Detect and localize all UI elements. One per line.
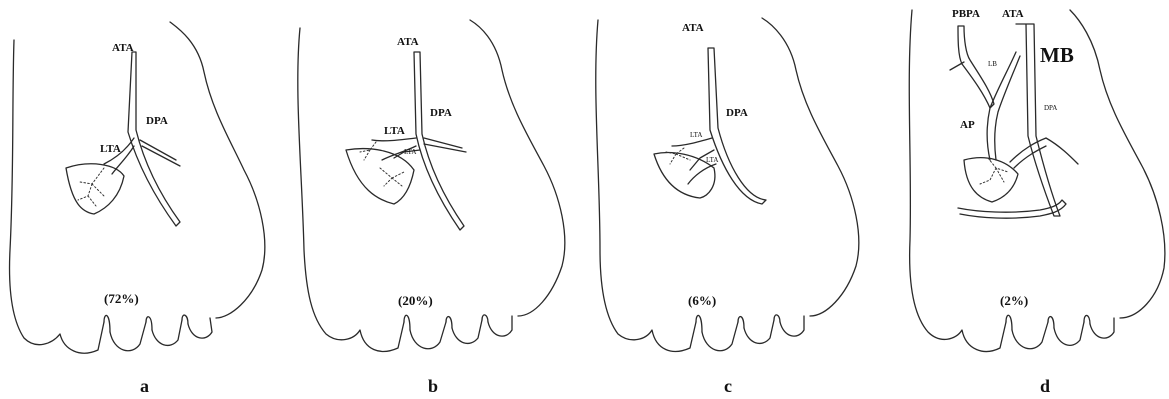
panel-a-letter: a [140, 376, 149, 396]
panel-c: ATA DPA LTA LTA (6%) c [596, 18, 859, 396]
panel-d-ap-label: AP [960, 119, 975, 131]
panel-d-foot-outline [909, 10, 1165, 351]
panel-d-percent: (2%) [1000, 293, 1028, 308]
panel-b: ATA DPA LTA LTA (20%) b [298, 20, 565, 396]
panel-b-flap [346, 149, 414, 204]
panel-d-flap [964, 158, 1018, 202]
panel-d-pbpa-label: PBPA [952, 8, 980, 20]
panel-b-dpa-label: DPA [430, 107, 452, 119]
panel-c-letter: c [724, 376, 732, 396]
panel-a-ata-label: ATA [112, 42, 134, 54]
panel-c-dorsalis-pedis-artery [708, 48, 766, 204]
panel-a: ATA DPA LTA (72%) a [10, 22, 265, 396]
panel-c-flap-vessels [666, 148, 690, 164]
panel-b-percent: (20%) [398, 293, 433, 308]
panel-d-mb-label: MB [1040, 43, 1074, 67]
panel-c-foot-outline [596, 18, 859, 351]
panel-a-percent: (72%) [104, 291, 139, 306]
panel-b-toe-separators [404, 315, 488, 330]
panel-a-dorsalis-pedis-artery [128, 52, 180, 226]
panel-d-lb-label: LB [988, 60, 997, 68]
panel-d-arcade [1010, 138, 1078, 168]
panel-c-percent: (6%) [688, 293, 716, 308]
panel-a-flap-vessels [78, 168, 104, 206]
panel-b-lta-label: LTA [384, 125, 405, 137]
panel-c-dpa-label: DPA [726, 107, 748, 119]
panel-d-flap-vessels [980, 158, 1008, 184]
panel-d-ata-label: ATA [1002, 8, 1024, 20]
panel-d-letter: d [1040, 376, 1050, 396]
panel-b-dorsalis-pedis-artery [414, 52, 464, 230]
panel-b-lta-branches [372, 138, 466, 160]
panel-d-toe-separators [1006, 315, 1090, 330]
panel-d-dpa-label: DPA [1044, 104, 1057, 112]
panel-d: PBPA ATA MB LB AP DPA (2%) d [909, 8, 1165, 396]
panel-c-ata-label: ATA [682, 22, 704, 34]
panel-a-dpa-label: DPA [146, 115, 168, 127]
panel-b-ata-label: ATA [397, 36, 419, 48]
panel-a-lta-label: LTA [100, 143, 121, 155]
panel-b-letter: b [428, 376, 438, 396]
panel-c-lta-label: LTA [690, 131, 702, 139]
panel-a-flap [66, 164, 124, 214]
panel-b-lta2-label: LTA [404, 148, 416, 156]
panel-c-lta2-label: LTA [706, 156, 718, 164]
panel-d-inferior-vessel [958, 200, 1066, 218]
